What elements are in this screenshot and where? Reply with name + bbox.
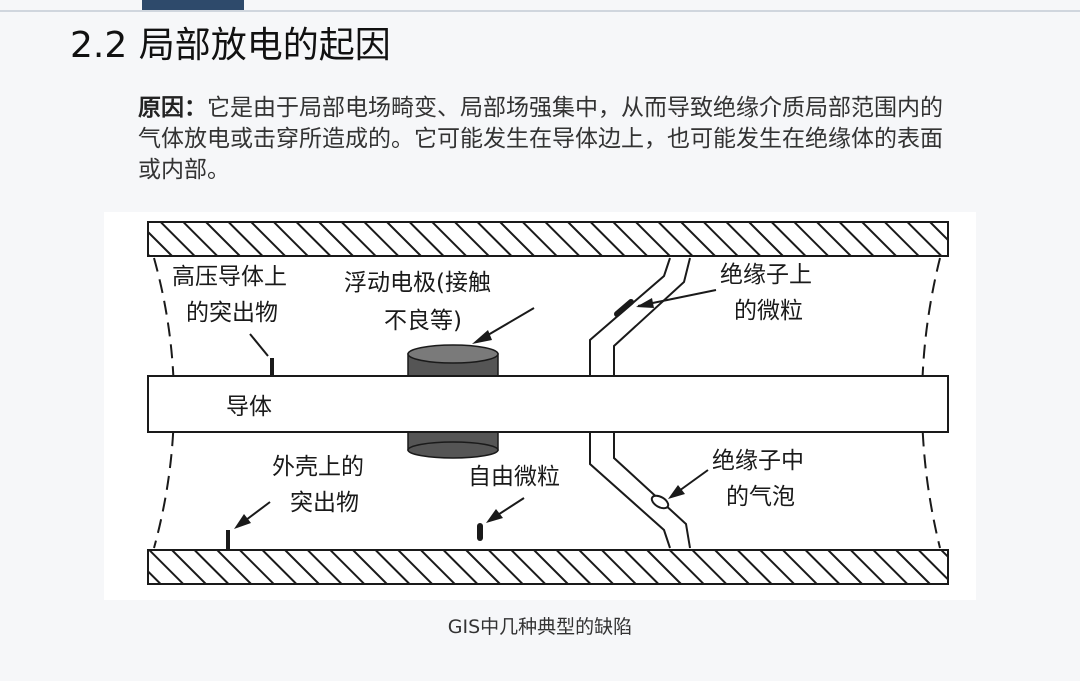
label-hv-protrusion-line2: 的突出物 xyxy=(186,300,278,326)
label-gas-bubble-line2: 的气泡 xyxy=(726,484,795,510)
slide-title: 2.2 局部放电的起因 xyxy=(70,25,391,66)
figure-caption: GIS中几种典型的缺陷 xyxy=(447,616,633,638)
diagram-svg: 导体 高压导体上 的突出物 浮动电极(接触 不良等) 绝缘子上 的微粒 外壳上的… xyxy=(147,221,949,585)
insulator-surface-particle xyxy=(614,299,634,317)
header-divider xyxy=(0,10,1080,12)
label-floating-electrode-line2: 不良等) xyxy=(384,308,462,334)
arrowhead-floating-electrode xyxy=(472,330,492,344)
enclosure-top-wall xyxy=(147,221,949,257)
arrow-hv-protrusion xyxy=(249,333,269,357)
insulator-outline-right-lower xyxy=(613,432,691,549)
description-text: 它是由于局部电场畸变、局部场强集中，从而导致绝缘介质局部范围内的气体放电或击穿所… xyxy=(138,95,943,183)
arrowhead-insulator-particle xyxy=(636,298,654,308)
label-shell-protrusion-line2: 突出物 xyxy=(290,490,359,516)
label-floating-electrode-line1: 浮动电极(接触 xyxy=(344,270,491,296)
gis-defect-diagram: 导体 高压导体上 的突出物 浮动电极(接触 不良等) 绝缘子上 的微粒 外壳上的… xyxy=(104,212,976,600)
insulator-outline-right xyxy=(613,257,691,376)
label-insulator-particle-line1: 绝缘子上 xyxy=(720,262,812,288)
conductor-bar xyxy=(147,375,949,433)
insulator-outline-left-lower xyxy=(589,432,671,549)
enclosure-left-dashed-curve xyxy=(153,257,175,549)
label-hv-protrusion-line1: 高压导体上 xyxy=(172,264,287,290)
insulator-gas-bubble xyxy=(650,494,670,510)
label-conductor: 导体 xyxy=(226,394,272,420)
enclosure-bottom-wall xyxy=(147,549,949,585)
label-gas-bubble-line1: 绝缘子中 xyxy=(712,448,804,474)
description-label: 原因： xyxy=(138,95,207,121)
slide-description: 原因：它是由于局部电场畸变、局部场强集中，从而导致绝缘介质局部范围内的气体放电或… xyxy=(138,93,958,186)
arrowhead-free-particle xyxy=(486,509,503,523)
arrowhead-gas-bubble xyxy=(668,485,685,499)
label-shell-protrusion-line1: 外壳上的 xyxy=(272,454,364,480)
arrowhead-shell-protrusion xyxy=(234,514,251,529)
label-insulator-particle-line2: 的微粒 xyxy=(734,298,803,324)
label-free-particle: 自由微粒 xyxy=(468,464,560,490)
header-accent-bar xyxy=(142,0,244,10)
insulator-outline-left xyxy=(589,257,671,376)
